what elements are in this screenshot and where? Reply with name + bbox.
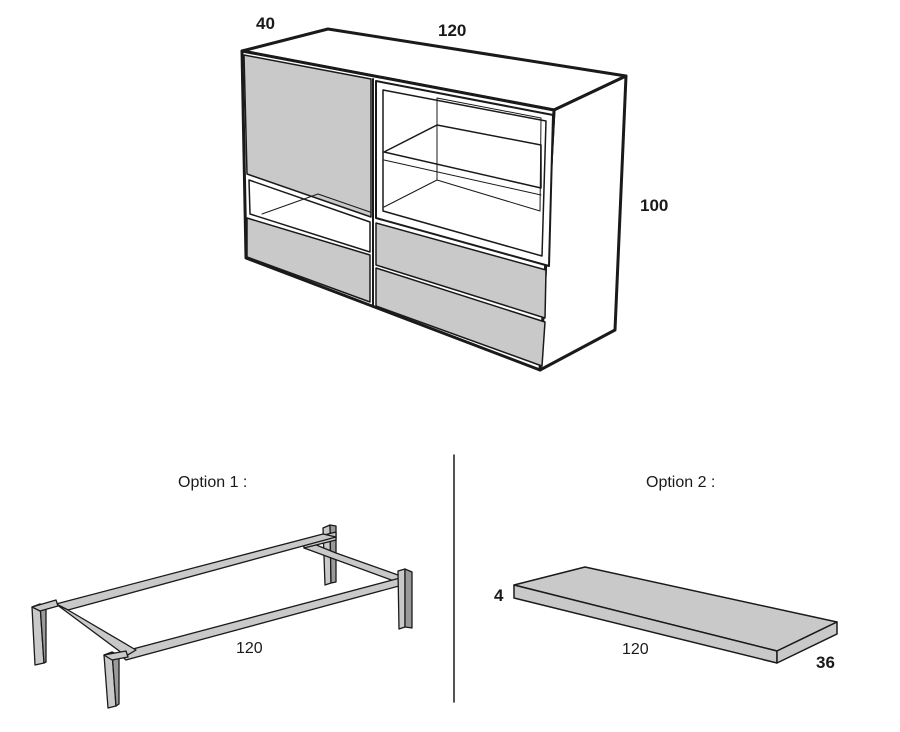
niche-floor-edge: [317, 193, 371, 213]
cabinet-left-niche: [248, 179, 371, 253]
cabinet-right-drawer-top: [375, 222, 547, 319]
option1-title: Option 1 :: [178, 474, 248, 491]
cabinet-interior-shelf: [383, 124, 542, 189]
niche-back-edge: [261, 193, 319, 215]
cabinet-depth-label: 40: [256, 14, 275, 33]
cabinet-height-label: 100: [640, 196, 669, 215]
frame-crossbar-left: [55, 603, 137, 657]
frame-rail-front: [117, 577, 411, 661]
option1-length-label: 120: [236, 640, 263, 657]
option2-plinth: [513, 566, 838, 664]
frame-rail-back: [55, 533, 337, 611]
cabinet-left-door: [243, 54, 372, 218]
frame-leg-front-right: [397, 568, 406, 630]
cabinet-width-label: 120: [438, 21, 467, 40]
option2-title: Option 2 :: [646, 474, 716, 491]
cabinet-right-drawer-bottom: [375, 267, 546, 367]
cabinet-glass-door-frame: [375, 80, 554, 267]
option1-base-frame: [31, 524, 413, 709]
cabinet-interior-back: [436, 97, 542, 212]
interior-floor-edge: [383, 179, 438, 208]
sideboard-cabinet: [240, 27, 628, 372]
option2-depth-label: 36: [816, 653, 835, 672]
frame-crossbar-right: [303, 539, 413, 586]
cabinet-glass-door-inner: [382, 89, 547, 257]
option2-length-label: 120: [622, 641, 649, 658]
option2-thickness-label: 4: [494, 586, 504, 605]
shelf-front-edge: [383, 159, 542, 196]
cabinet-left-drawer: [246, 217, 371, 303]
plinth-side-edge: [776, 621, 838, 664]
